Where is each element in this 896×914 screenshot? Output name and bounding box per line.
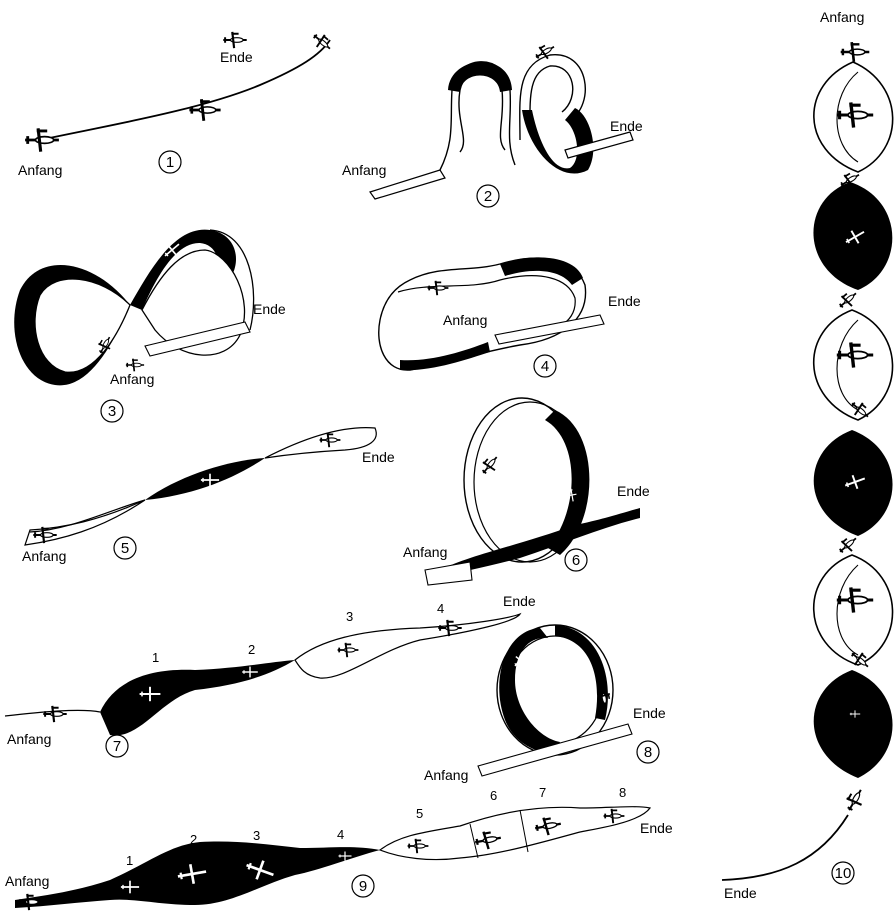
- start-label: Anfang: [424, 767, 468, 783]
- start-label: Anfang: [18, 162, 62, 178]
- figure-9: 1 2 3 4 5 6 7 8 Ende Anfang 9: [5, 785, 673, 910]
- end-label: Ende: [724, 885, 757, 901]
- flight-path: [40, 40, 330, 140]
- figure-1: Anfang Ende 1: [18, 30, 335, 178]
- figure-number: 10: [835, 865, 852, 882]
- end-label: Ende: [608, 293, 641, 309]
- figure-number: 1: [166, 154, 174, 171]
- ribbon-dark: [448, 62, 512, 92]
- airplane-icon: [25, 128, 59, 151]
- position-number: 8: [619, 785, 626, 800]
- airplane-icon: [835, 288, 860, 312]
- figure-number: 4: [541, 358, 549, 375]
- start-label: Anfang: [820, 9, 864, 25]
- position-number: 4: [437, 601, 444, 616]
- figure-5: Ende Anfang 5: [22, 428, 395, 564]
- start-label: Anfang: [443, 312, 487, 328]
- position-number: 7: [539, 785, 546, 800]
- position-number: 1: [126, 853, 133, 868]
- end-label: Ende: [220, 49, 253, 65]
- ribbon: [425, 562, 472, 585]
- airplane-icon: [18, 894, 41, 910]
- roll-lens-dark: [814, 670, 893, 778]
- figure-number: 8: [644, 744, 652, 761]
- airplane-icon: [43, 706, 66, 722]
- airplane-icon: [223, 32, 246, 48]
- figure-8: Ende Anfang 8: [424, 625, 666, 783]
- roll-lens-dark: [813, 182, 892, 290]
- airplane-icon: [126, 359, 144, 372]
- position-number: 2: [190, 832, 197, 847]
- position-number: 3: [346, 609, 353, 624]
- ribbon: [265, 428, 376, 458]
- figure-number: 5: [121, 540, 129, 557]
- figure-number: 3: [108, 403, 116, 420]
- position-number: 3: [253, 828, 260, 843]
- ribbon-dark: [145, 458, 265, 500]
- end-label: Ende: [633, 705, 666, 721]
- position-number: 6: [490, 788, 497, 803]
- airplane-icon: [835, 533, 860, 557]
- end-label: Ende: [610, 118, 643, 134]
- figure-number: 2: [484, 188, 492, 205]
- end-label: Ende: [503, 593, 536, 609]
- ribbon-dark: [15, 842, 380, 908]
- position-number: 5: [416, 806, 423, 821]
- figure-number: 9: [359, 878, 367, 895]
- start-label: Anfang: [110, 371, 154, 387]
- position-number: 2: [248, 642, 255, 657]
- figure-3: Ende Anfang 3: [14, 230, 286, 422]
- figure-2: Anfang Ende 2: [342, 41, 643, 207]
- figure-7: 1 2 3 4 Ende Anfang 7: [5, 593, 536, 757]
- figure-number: 6: [572, 552, 580, 569]
- flight-path: [722, 815, 848, 880]
- figure-10: Anfang Ende 10: [722, 9, 893, 901]
- ribbon-dark: [522, 108, 593, 174]
- end-label: Ende: [640, 820, 673, 836]
- ribbon-dark: [100, 660, 295, 735]
- ribbon: [295, 614, 520, 678]
- airplane-icon: [532, 41, 557, 64]
- airplane-icon: [472, 43, 493, 57]
- airplane-icon: [842, 786, 868, 814]
- end-label: Ende: [617, 483, 650, 499]
- start-label: Anfang: [342, 162, 386, 178]
- position-number: 1: [152, 650, 159, 665]
- start-label: Anfang: [5, 873, 49, 889]
- figure-number: 7: [113, 738, 121, 755]
- figure-6: Ende Anfang 6: [403, 398, 650, 585]
- start-label: Anfang: [22, 548, 66, 564]
- end-label: Ende: [362, 449, 395, 465]
- start-label: Anfang: [7, 731, 51, 747]
- airplane-icon: [841, 42, 870, 62]
- end-label: Ende: [253, 301, 286, 317]
- start-label: Anfang: [403, 544, 447, 560]
- position-number: 4: [337, 827, 344, 842]
- figure-4: Anfang Ende 4: [379, 257, 641, 377]
- airplane-icon: [189, 99, 220, 121]
- ribbon: [35, 279, 130, 372]
